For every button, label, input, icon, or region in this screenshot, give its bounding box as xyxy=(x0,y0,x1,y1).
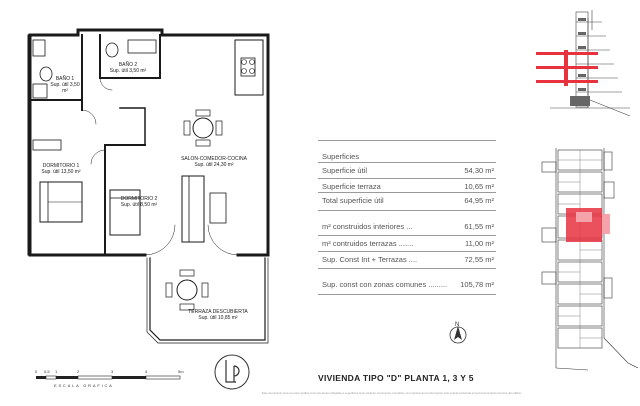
room-area: Sup. útil 10,85 m² xyxy=(198,315,238,321)
room-terraza: TERRAZA DESCUBIERTA Sup. útil 10,85 m² xyxy=(188,309,248,321)
room-area: Sup. útil 24,30 m² xyxy=(194,162,234,168)
surfaces-header: Superficies xyxy=(318,152,496,164)
divider xyxy=(318,210,496,211)
surface-label: m² contruidos terrazas ....... xyxy=(322,239,414,248)
room-salon: SALON-COMEDOR-COCINA Sup. útil 24,30 m² xyxy=(172,156,256,168)
room-dorm2: DORMITORIO 2 Sup. útil 8,50 m² xyxy=(112,196,166,208)
surface-value: 61,55 m² xyxy=(464,222,494,231)
lp-logo: L P xyxy=(214,354,250,391)
divider xyxy=(318,235,496,236)
scale-title: ESCALA GRAFICA xyxy=(54,383,114,388)
surface-row: m² contruidos terrazas ....... 11,00 m² xyxy=(318,239,496,251)
north-label: N xyxy=(455,322,460,328)
page-title: VIVIENDA TIPO "D" PLANTA 1, 3 Y 5 xyxy=(318,373,474,383)
watermark: ELLE xyxy=(230,192,263,204)
divider xyxy=(318,162,496,163)
room-dorm1: DORMITORIO 1 Sup. útil 13,50 m² xyxy=(34,163,88,175)
surface-value: 72,55 m² xyxy=(464,255,494,264)
north-arrow-icon xyxy=(449,326,467,344)
room-bano2: BAÑO 2 Sup. útil 3,50 m² xyxy=(104,62,152,74)
divider xyxy=(318,268,496,269)
surface-value: 54,30 m² xyxy=(464,166,494,175)
surface-row: m² construidos interiores ... 61,55 m² xyxy=(318,222,496,234)
surface-row: Superficie terraza 10,65 m² xyxy=(318,182,496,194)
room-area: Sup. útil 3,50 m² xyxy=(109,68,147,74)
scale-tick: 3 xyxy=(111,369,114,374)
disclaimer-text: Este documento tiene su parte gráfica co… xyxy=(262,391,522,395)
scale-bar xyxy=(36,375,181,380)
room-name: DORMITORIO 2 xyxy=(120,196,158,202)
scale-tick: 5m xyxy=(178,369,184,374)
room-name: SALON-COMEDOR-COCINA xyxy=(181,156,247,162)
surface-label: Sup. const con zonas comunes ......... xyxy=(322,280,448,289)
room-name: BAÑO 2 xyxy=(118,62,138,68)
room-name: BAÑO 1 xyxy=(55,76,75,82)
divider xyxy=(318,192,496,193)
surface-label: Superficie terraza xyxy=(322,182,381,191)
floor-plan xyxy=(27,28,270,344)
surface-row: Sup. const con zonas comunes ......... 1… xyxy=(318,280,496,292)
divider xyxy=(318,178,496,179)
divider xyxy=(318,140,496,141)
surface-label: Sup. Const Int + Terrazas .... xyxy=(322,255,418,264)
building-plan xyxy=(541,148,639,371)
surface-row: Superficie útil 54,30 m² xyxy=(318,166,496,178)
scale-tick: 0.5 xyxy=(44,369,50,374)
room-area: Sup. útil 8,50 m² xyxy=(120,202,158,208)
surface-label: Total superficie útil xyxy=(322,196,384,205)
divider xyxy=(318,294,496,295)
scale-tick: 2 xyxy=(77,369,80,374)
surface-value: 10,65 m² xyxy=(464,182,494,191)
surfaces-header-label: Superficies xyxy=(322,152,360,161)
surface-value: 11,00 m² xyxy=(464,239,494,248)
scale-tick: 4 xyxy=(145,369,148,374)
room-name: DORMITORIO 1 xyxy=(42,163,80,169)
room-bano1: BAÑO 1 Sup. útil 3,50 m² xyxy=(48,76,82,94)
surface-label: Superficie útil xyxy=(322,166,368,175)
surface-value: 64,95 m² xyxy=(464,196,494,205)
scale-tick: 1 xyxy=(55,369,58,374)
surface-value: 105,78 m² xyxy=(460,280,494,289)
scale-tick: 0 xyxy=(35,369,38,374)
surface-label: m² construidos interiores ... xyxy=(322,222,413,231)
surface-row: Total superficie útil 64,95 m² xyxy=(318,196,496,208)
surface-row: Sup. Const Int + Terrazas .... 72,55 m² xyxy=(318,255,496,267)
building-elevation xyxy=(536,10,631,117)
room-area: Sup. útil 13,50 m² xyxy=(41,169,81,175)
divider xyxy=(318,251,496,252)
room-area: Sup. útil 3,50 m² xyxy=(50,82,80,94)
room-name: TERRAZA DESCUBIERTA xyxy=(188,309,248,315)
logo-text: L P xyxy=(231,389,235,391)
